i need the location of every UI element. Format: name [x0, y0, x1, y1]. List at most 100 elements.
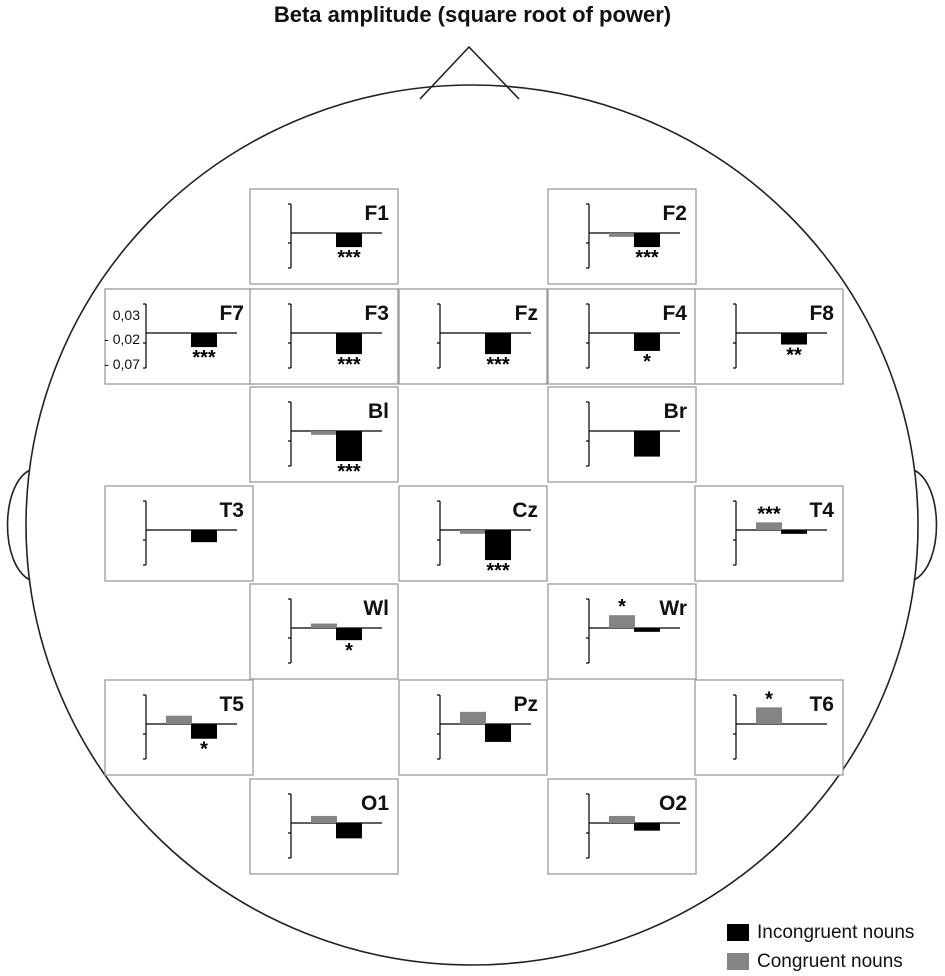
- electrode-label: Cz: [512, 499, 538, 522]
- bar-incongruent: [634, 823, 660, 831]
- electrode-label: F2: [662, 202, 687, 225]
- bar-incongruent: [336, 628, 362, 641]
- significance-marker: *: [643, 351, 651, 373]
- electrode-label: T5: [219, 693, 244, 716]
- electrode-label: F4: [662, 302, 687, 325]
- bar-congruent: [311, 431, 337, 435]
- electrode-panel-wl: * Wl: [249, 583, 399, 680]
- chart-title: Beta amplitude (square root of power): [273, 2, 672, 27]
- electrode-label: Br: [664, 400, 687, 423]
- significance-marker: *: [200, 739, 208, 761]
- legend-label-congruent: Congruent nouns: [757, 950, 903, 972]
- bar-incongruent: [336, 431, 362, 462]
- panel-frame: [694, 288, 844, 385]
- significance-marker: *: [618, 596, 626, 618]
- electrode-label: O1: [361, 792, 389, 815]
- y-tick-label: 0,03: [113, 307, 140, 323]
- panel-frame: [547, 778, 697, 875]
- panel-frame: [547, 386, 697, 483]
- electrode-panel-t4: *** T4: [694, 485, 844, 582]
- bar-incongruent: [191, 724, 217, 739]
- significance-marker: ***: [192, 347, 216, 369]
- bar-incongruent: [634, 233, 660, 248]
- significance-marker: *: [345, 640, 353, 662]
- bar-incongruent: [634, 333, 660, 351]
- electrode-panel-pz: Pz: [398, 679, 548, 776]
- electrode-panel-f1: ***F1: [249, 188, 399, 285]
- panel-frame: [547, 288, 697, 385]
- bar-congruent: [756, 522, 782, 530]
- bar-incongruent: [485, 333, 511, 355]
- panel-frame: [249, 188, 399, 285]
- electrode-panel-f8: **F8: [694, 288, 844, 385]
- significance-marker: ***: [757, 503, 781, 525]
- bar-incongruent: [781, 530, 807, 534]
- panel-frame: [694, 679, 844, 776]
- legend-swatch-congruent: [727, 953, 749, 970]
- significance-marker: ***: [635, 247, 659, 269]
- electrode-label: Wr: [659, 597, 687, 620]
- electrode-label: Pz: [513, 693, 538, 716]
- panel-frame: [249, 386, 399, 483]
- electrode-panel-t5: * T5: [104, 679, 254, 776]
- bar-congruent: [311, 815, 337, 823]
- electrode-label: T4: [809, 499, 834, 522]
- head-circle: [25, 84, 919, 966]
- panel-frame: [104, 485, 254, 582]
- electrode-panel-cz: *** Cz: [398, 485, 548, 582]
- electrode-panel-br: Br: [547, 386, 697, 483]
- panel-frame: [249, 778, 399, 875]
- significance-marker: ***: [337, 461, 361, 483]
- left-ear: [6, 469, 31, 581]
- bar-congruent: [460, 530, 486, 534]
- electrode-panel-wr: * Wr: [547, 583, 697, 680]
- legend: Incongruent nouns Congruent nouns: [727, 918, 914, 976]
- bar-congruent: [756, 707, 782, 724]
- electrode-panels: ***F1***F2***F70,03- 0,02- 0,07***F3***F…: [104, 188, 844, 875]
- panel-frame: [398, 679, 548, 776]
- electrode-label: Wl: [363, 597, 389, 620]
- bar-incongruent: [485, 724, 511, 742]
- legend-label-incongruent: Incongruent nouns: [757, 921, 915, 943]
- y-tick-label: - 0,07: [104, 356, 140, 372]
- bar-incongruent: [191, 530, 217, 543]
- bar-incongruent: [485, 530, 511, 561]
- electrode-label: T3: [219, 499, 244, 522]
- bar-incongruent: [634, 628, 660, 632]
- electrode-label: F8: [809, 302, 834, 325]
- significance-marker: ***: [486, 354, 510, 376]
- electrode-panel-t6: *T6: [694, 679, 844, 776]
- electrode-panel-f7: ***F7 0,03 - 0,02 - 0,07: [104, 288, 254, 385]
- electrode-label: T6: [809, 693, 834, 716]
- electrode-panel-o2: O2: [547, 778, 697, 875]
- electrode-panel-fz: *** Fz: [398, 288, 548, 385]
- electrode-panel-bl: ***Bl: [249, 386, 399, 483]
- bar-incongruent: [336, 333, 362, 355]
- bar-incongruent: [634, 431, 660, 457]
- panel-frame: [104, 679, 254, 776]
- bar-incongruent: [191, 333, 217, 348]
- legend-swatch-incongruent: [727, 924, 749, 941]
- electrode-label: O2: [659, 792, 687, 815]
- significance-marker: ***: [337, 247, 361, 269]
- bar-congruent: [460, 711, 486, 724]
- bar-incongruent: [781, 333, 807, 345]
- panel-frame: [547, 583, 697, 680]
- electrode-label: F7: [219, 302, 244, 325]
- electrode-panel-f2: ***F2: [547, 188, 697, 285]
- bar-congruent: [609, 233, 635, 237]
- electrode-panel-f3: *** F3: [249, 288, 399, 385]
- significance-marker: ***: [486, 560, 510, 582]
- bar-incongruent: [336, 233, 362, 248]
- panel-frame: [694, 485, 844, 582]
- significance-marker: ***: [337, 354, 361, 376]
- electrode-label: Fz: [515, 302, 538, 325]
- nose: [419, 45, 520, 100]
- panel-frame: [398, 288, 548, 385]
- bar-congruent: [609, 815, 635, 823]
- right-ear: [913, 469, 938, 581]
- bar-congruent: [166, 715, 192, 724]
- electrode-panel-t3: T3: [104, 485, 254, 582]
- y-tick-label: - 0,02: [104, 331, 140, 347]
- electrode-label: F3: [364, 302, 389, 325]
